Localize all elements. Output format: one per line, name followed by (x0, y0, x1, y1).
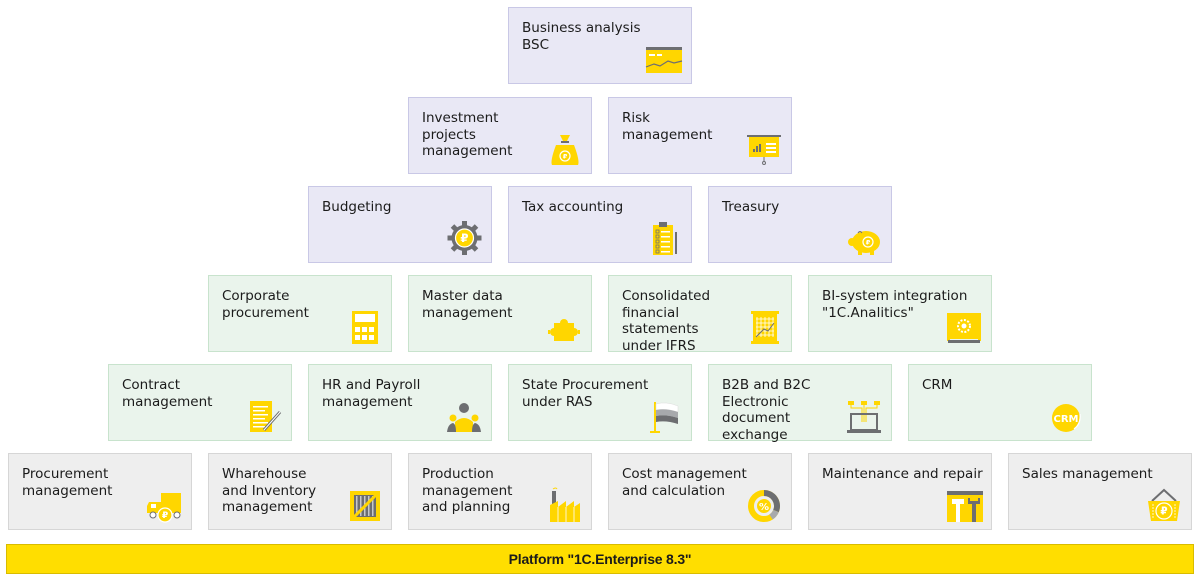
blueprint-gear-icon (944, 309, 984, 345)
module-investment-projects-management[interactable]: Investment projects management ₽ (408, 97, 592, 174)
money-bag-icon: ₽ (544, 131, 584, 167)
currency-glyph: ₽ (1160, 506, 1167, 518)
module-consolidated-financial-statements-under-ifrs[interactable]: Consolidated financial statements under … (608, 275, 792, 354)
module-treasury[interactable]: Treasury ₽ (708, 186, 892, 263)
module-label: Master data management (422, 288, 513, 321)
shopping-basket-icon: ₽ (1144, 487, 1184, 523)
module-label: Consolidated financial statements under … (622, 288, 711, 354)
dashboard-chart-icon (644, 41, 684, 77)
module-label: Cost management and calculation (622, 466, 747, 499)
module-risk-management[interactable]: Risk management (608, 97, 792, 174)
currency-glyph: ₽ (162, 511, 168, 521)
module-crm[interactable]: CRM CRM (908, 364, 1092, 441)
module-wharehouse-and-inventory-management[interactable]: Wharehouse and Inventory management (208, 453, 392, 530)
module-label: Sales management (1022, 466, 1153, 482)
module-sales-management[interactable]: Sales management ₽ (1008, 453, 1192, 530)
gear-coin-icon: ₽ (444, 220, 484, 256)
module-budgeting[interactable]: Budgeting ₽ (308, 186, 492, 263)
calculator-icon (344, 309, 384, 345)
laptop-network-icon (844, 398, 884, 434)
module-tax-accounting[interactable]: Tax accounting (508, 186, 692, 263)
module-cost-management-and-calculation[interactable]: Cost management and calculation% (608, 453, 792, 530)
module-label: BI-system integration "1C.Analitics" (822, 288, 968, 321)
piggy-bank-icon: ₽ (844, 220, 884, 256)
module-label: Procurement management (22, 466, 113, 499)
module-label: Corporate procurement (222, 288, 309, 321)
currency-glyph: ₽ (460, 231, 468, 245)
crate-icon (344, 487, 384, 523)
clipboard-checklist-icon (644, 220, 684, 256)
module-label: CRM (922, 377, 953, 393)
module-maintenance-and-repair[interactable]: Maintenance and repair (808, 453, 992, 530)
module-master-data-management[interactable]: Master data management (408, 275, 592, 352)
crm-badge-icon: CRM (1044, 398, 1084, 434)
percent-donut-icon: % (744, 487, 784, 523)
module-production-management-and-planning[interactable]: Production management and planning (408, 453, 592, 530)
module-bi-system-integration-1c-analitics[interactable]: BI-system integration "1C.Analitics" (808, 275, 992, 352)
currency-glyph: ₽ (866, 238, 871, 246)
module-label: Wharehouse and Inventory management (222, 466, 317, 515)
module-label: Budgeting (322, 199, 392, 215)
people-group-icon (444, 398, 484, 434)
document-pen-icon (244, 398, 284, 434)
module-label: Contract management (122, 377, 213, 410)
crm-glyph: CRM (1054, 414, 1079, 425)
scroll-chart-icon (744, 309, 784, 345)
module-label: Risk management (622, 110, 713, 143)
flag-icon (644, 398, 684, 434)
puzzle-icon (544, 309, 584, 345)
factory-icon (544, 487, 584, 523)
module-label: HR and Payroll management (322, 377, 421, 410)
tools-window-icon (944, 487, 984, 523)
module-label: Treasury (722, 199, 780, 215)
module-state-procurement-under-ras[interactable]: State Procurement under RAS (508, 364, 692, 441)
module-business-analysis-bsc[interactable]: Business analysis BSC (508, 7, 692, 84)
platform-label: Platform "1C.Enterprise 8.3" (508, 551, 692, 567)
module-label: Tax accounting (522, 199, 624, 215)
module-label: Production management and planning (422, 466, 513, 515)
percent-glyph: % (759, 502, 769, 513)
module-label: State Procurement under RAS (522, 377, 649, 410)
module-corporate-procurement[interactable]: Corporate procurement (208, 275, 392, 352)
module-label: Business analysis BSC (522, 20, 641, 53)
platform-bar[interactable]: Platform "1C.Enterprise 8.3" (6, 544, 1194, 574)
module-contract-management[interactable]: Contract management (108, 364, 292, 441)
module-label: B2B and B2C Electronic document exchange (722, 377, 811, 443)
module-label: Maintenance and repair (822, 466, 983, 482)
delivery-truck-icon: ₽ (144, 487, 184, 523)
presentation-board-icon (744, 131, 784, 167)
module-procurement-management[interactable]: Procurement management ₽ (8, 453, 192, 530)
module-b2b-and-b2c-electronic-document-exchange[interactable]: B2B and B2C Electronic document exchange (708, 364, 892, 443)
module-label: Investment projects management (422, 110, 513, 159)
currency-glyph: ₽ (563, 152, 568, 160)
module-hr-and-payroll-management[interactable]: HR and Payroll management (308, 364, 492, 441)
